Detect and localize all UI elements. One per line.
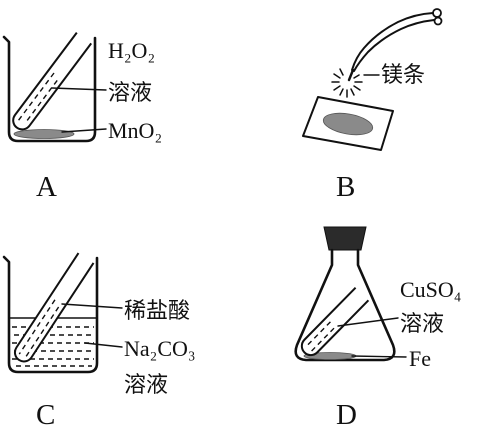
mno2-solid <box>13 129 75 139</box>
sparks <box>331 68 363 98</box>
leader-line-metal <box>351 355 407 358</box>
panel-letter-d: D <box>336 399 357 431</box>
leader-line-solid <box>61 128 107 133</box>
rubber-stopper <box>323 226 367 251</box>
ash-residue <box>322 112 374 136</box>
beaker <box>2 35 97 143</box>
panel-letter-b: B <box>336 171 355 203</box>
test-tube <box>300 286 370 357</box>
label-na2co3: Na₂CO₃ <box>124 336 196 361</box>
asbestos-mesh <box>302 96 394 151</box>
panel-letter-a: A <box>36 171 57 203</box>
label-solution: 溶液 <box>124 372 168 397</box>
leader-line-solution <box>84 342 123 348</box>
magnesium-strip <box>347 68 355 82</box>
label-mno2: MnO₂ <box>108 118 162 143</box>
leader-line-solution <box>337 317 399 327</box>
panel-c: 稀盐酸 Na₂CO₃ 溶液 C <box>2 252 196 431</box>
label-magnesium-strip: 镁条 <box>381 62 425 87</box>
label-solution: 溶液 <box>400 311 444 336</box>
panel-d: CuSO₄ 溶液 Fe D <box>294 226 461 431</box>
label-cuso4: CuSO₄ <box>400 277 461 302</box>
label-h2o2: H₂O₂ <box>108 38 155 63</box>
label-solution: 溶液 <box>108 80 152 105</box>
test-tube <box>13 252 95 363</box>
crucible-tongs <box>351 8 443 72</box>
panel-letter-c: C <box>36 399 55 431</box>
label-iron: Fe <box>409 346 431 371</box>
panel-a: H₂O₂ 溶液 MnO₂ A <box>2 31 162 203</box>
beaker <box>2 255 99 374</box>
erlenmeyer-flask <box>294 248 396 362</box>
test-tube <box>12 31 92 131</box>
label-hydrochloric-acid: 稀盐酸 <box>124 298 190 323</box>
panel-b: 镁条 B <box>302 8 443 203</box>
liquid-dashes <box>25 306 60 357</box>
liquid-dashes <box>17 72 55 122</box>
leader-line-acid <box>61 303 123 309</box>
leader-line-solution <box>51 87 107 91</box>
liquid-dashes <box>18 299 56 355</box>
